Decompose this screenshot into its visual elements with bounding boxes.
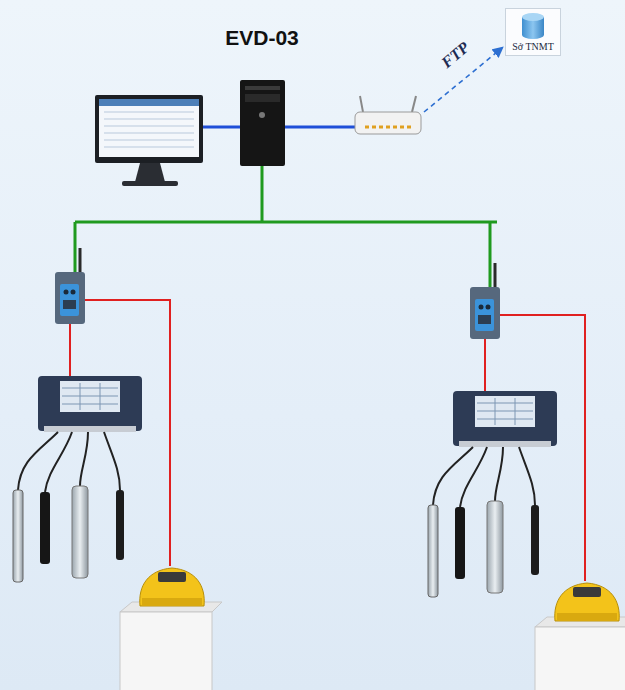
network-cable (203, 126, 240, 129)
drawing-part (360, 96, 363, 112)
drawing-part (122, 181, 178, 186)
drawing-part (365, 126, 411, 129)
database-top (522, 13, 544, 21)
station-right (428, 263, 625, 690)
router (355, 96, 421, 134)
tower-case (240, 80, 285, 166)
router-body (355, 112, 421, 134)
drawing-part (104, 112, 194, 147)
drawing-part (135, 163, 165, 182)
drawing-part (245, 86, 280, 90)
drawing-part (99, 99, 199, 106)
agency-name: Sở TNMT (512, 41, 554, 52)
database-icon (520, 12, 546, 40)
drawing-part (245, 94, 280, 102)
server-node: EVD-03 (214, 24, 310, 170)
monitor (95, 95, 203, 186)
monitor-frame (95, 95, 203, 163)
pc-tower (240, 80, 285, 166)
network-bus (75, 166, 497, 287)
device-name: EVD-03 (225, 26, 299, 50)
monitor-screen (99, 99, 199, 157)
network-cable (284, 126, 356, 129)
protocol-label: FTP (438, 39, 473, 72)
database-node: Sở TNMT (505, 8, 561, 56)
station-left (13, 248, 222, 690)
drawing-part (412, 96, 416, 112)
drawing-part (259, 112, 265, 118)
